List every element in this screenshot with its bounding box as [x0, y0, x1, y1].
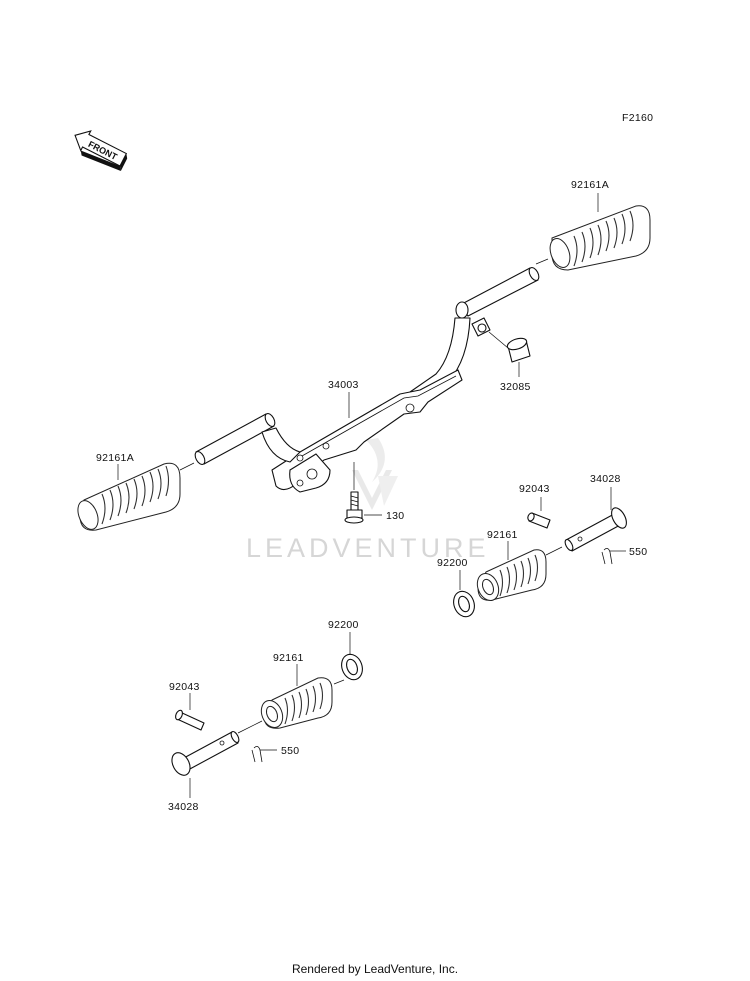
- washer-right: [453, 590, 475, 618]
- callout-550-right: 550: [629, 546, 647, 558]
- washer-lower: [341, 653, 363, 681]
- bolt: [344, 491, 364, 524]
- rubber-lower: [260, 677, 333, 729]
- callout-92161-lower: 92161: [273, 652, 304, 664]
- callout-92161-right: 92161: [487, 529, 518, 541]
- callout-92200-lower: 92200: [328, 619, 359, 631]
- cap-nut: [506, 337, 531, 363]
- watermark-logo: [352, 438, 398, 510]
- callout-92161a-upper: 92161A: [571, 179, 609, 191]
- pin-right: [527, 512, 551, 529]
- callout-92161a-left: 92161A: [96, 452, 134, 464]
- callout-32085: 32085: [500, 381, 531, 393]
- clevis-pin-lower: [171, 730, 240, 776]
- callout-34003: 34003: [328, 379, 359, 391]
- callout-34028-right: 34028: [590, 473, 621, 485]
- rubber-right: [476, 549, 547, 602]
- figure-code: F2160: [622, 112, 653, 124]
- clevis-pin-right: [564, 507, 627, 552]
- front-arrow-icon: FRONT: [74, 130, 128, 171]
- footrest-bar: [194, 266, 540, 493]
- callout-34028-lower: 34028: [168, 801, 199, 813]
- callout-92200-right: 92200: [437, 557, 468, 569]
- footer-credit: Rendered by LeadVenture, Inc.: [291, 962, 459, 976]
- callout-130: 130: [386, 510, 404, 522]
- callout-92043-right: 92043: [519, 483, 550, 495]
- cotter-pin-right: [601, 548, 613, 565]
- cotter-pin-lower: [251, 746, 263, 763]
- callout-92043-lower: 92043: [169, 681, 200, 693]
- footrest-rubber-left: [77, 462, 181, 531]
- footrest-rubber-upper-right: [549, 205, 651, 271]
- watermark-text: LEADVENTURE: [246, 533, 490, 563]
- callout-550-lower: 550: [281, 745, 299, 757]
- pin-lower: [175, 709, 205, 731]
